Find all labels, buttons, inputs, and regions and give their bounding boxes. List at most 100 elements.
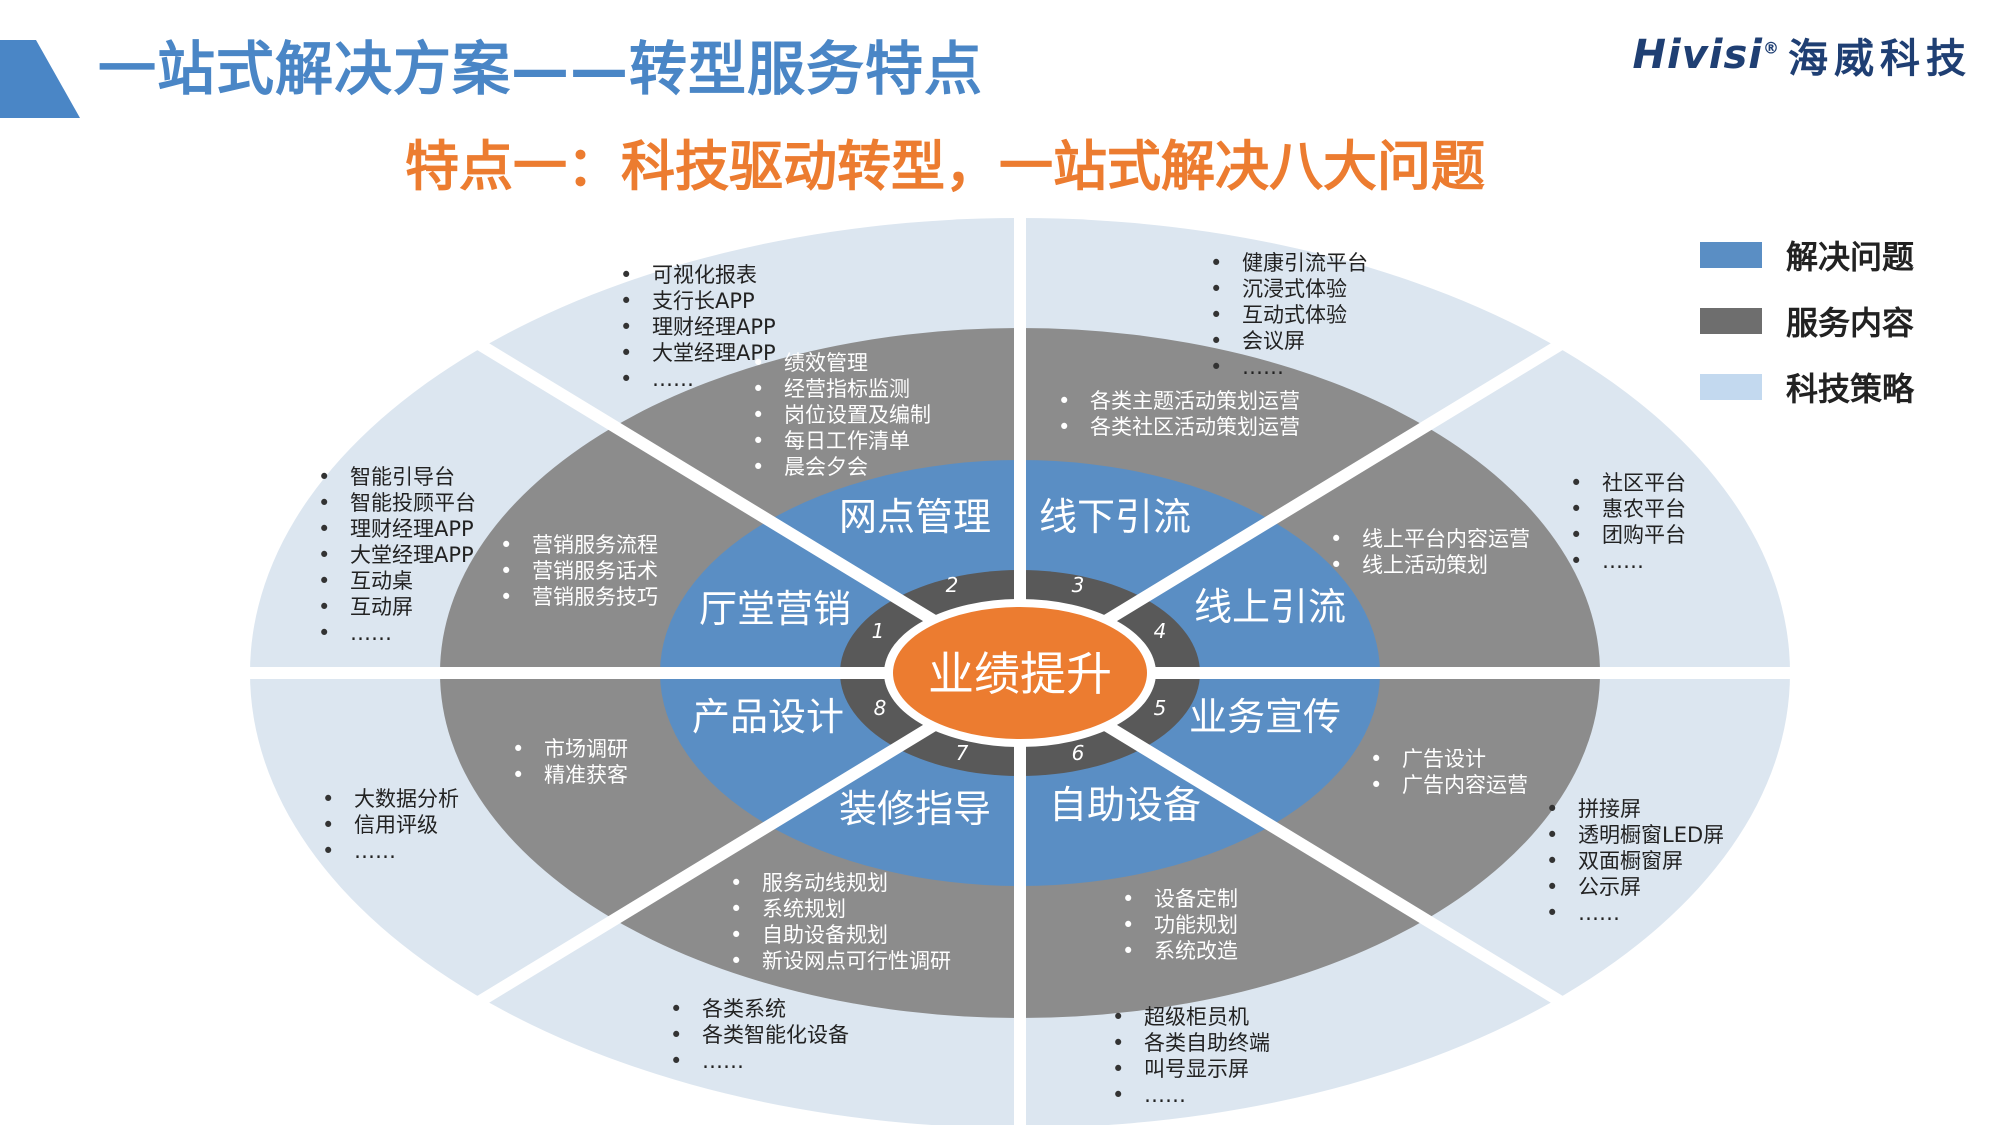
tech-list-online-traffic: 社区平台 惠农平台 团购平台 …… (1570, 470, 1686, 574)
service-list-branch-management: 绩效管理 经营指标监测 岗位设置及编制 每日工作清单 晨会夕会 (752, 350, 931, 480)
list-item: 经营指标监测 (752, 376, 931, 402)
list-item: …… (1570, 548, 1686, 574)
legend-item-problem: 解决问题 (1700, 222, 1914, 288)
list-item: 互动式体验 (1210, 302, 1368, 328)
ring-number-3: 3 (1072, 573, 1085, 597)
list-item: 功能规划 (1122, 912, 1238, 938)
list-item: 团购平台 (1570, 522, 1686, 548)
problem-online-traffic: 线上引流 (1194, 585, 1346, 629)
list-item: 营销服务话术 (500, 558, 658, 584)
list-item: 绩效管理 (752, 350, 931, 376)
list-item: 营销服务技巧 (500, 584, 658, 610)
ring-number-1: 1 (872, 619, 885, 643)
logo-chinese: 海威科技 (1788, 35, 1972, 82)
list-item: 晨会夕会 (752, 454, 931, 480)
legend-swatch-service (1700, 308, 1762, 334)
list-item: 设备定制 (1122, 886, 1238, 912)
company-logo: Hivisi® 海威科技 (1632, 30, 1973, 82)
tech-list-product-design: 大数据分析 信用评级 …… (322, 786, 459, 864)
list-item: 可视化报表 (620, 262, 776, 288)
list-item: 智能引导台 (318, 464, 476, 490)
list-item: 各类社区活动策划运营 (1058, 414, 1300, 440)
problem-self-service: 自助设备 (1049, 783, 1201, 827)
list-item: …… (620, 366, 776, 392)
list-item: …… (670, 1048, 849, 1074)
list-item: 信用评级 (322, 812, 459, 838)
ring-number-7: 7 (956, 741, 969, 765)
list-item: 理财经理APP (318, 516, 476, 542)
list-item: 每日工作清单 (752, 428, 931, 454)
list-item: 透明橱窗LED屏 (1546, 822, 1724, 848)
list-item: 线上平台内容运营 (1330, 526, 1530, 552)
legend-label-problem: 解决问题 (1786, 238, 1915, 276)
list-item: 双面橱窗屏 (1546, 848, 1724, 874)
tech-list-offline-traffic: 健康引流平台 沉浸式体验 互动式体验 会议屏 …… (1210, 250, 1368, 380)
list-item: 系统规划 (730, 896, 951, 922)
center-label: 业绩提升 (928, 647, 1112, 701)
list-item: 大数据分析 (322, 786, 459, 812)
legend-label-tech: 科技策略 (1786, 370, 1915, 408)
list-item: 大堂经理APP (620, 340, 776, 366)
service-list-product-design: 市场调研 精准获客 (512, 736, 628, 788)
list-item: …… (1210, 354, 1368, 380)
problem-hall-marketing: 厅堂营销 (699, 587, 851, 631)
page-title: 一站式解决方案——转型服务特点 (98, 35, 984, 103)
legend-item-tech: 科技策略 (1700, 354, 1914, 420)
list-item: 会议屏 (1210, 328, 1368, 354)
legend-label-service: 服务内容 (1786, 304, 1915, 342)
page-subtitle: 特点一：科技驱动转型，一站式解决八大问题 (405, 135, 1485, 198)
list-item: 拼接屏 (1546, 796, 1724, 822)
list-item: …… (322, 838, 459, 864)
list-item: 互动屏 (318, 594, 476, 620)
list-item: 各类智能化设备 (670, 1022, 849, 1048)
list-item: 互动桌 (318, 568, 476, 594)
problem-decoration: 装修指导 (839, 787, 991, 831)
problem-product-design: 产品设计 (692, 695, 844, 739)
service-list-online-traffic: 线上平台内容运营 线上活动策划 (1330, 526, 1530, 578)
list-item: 健康引流平台 (1210, 250, 1368, 276)
list-item: 支行长APP (620, 288, 776, 314)
list-item: 广告设计 (1370, 746, 1528, 772)
list-item: 市场调研 (512, 736, 628, 762)
service-list-decoration: 服务动线规划 系统规划 自助设备规划 新设网点可行性调研 (730, 870, 951, 974)
list-item: 社区平台 (1570, 470, 1686, 496)
list-item: 超级柜员机 (1112, 1004, 1270, 1030)
legend: 解决问题 服务内容 科技策略 (1700, 222, 1914, 420)
list-item: …… (318, 620, 476, 646)
legend-item-service: 服务内容 (1700, 288, 1914, 354)
list-item: 各类主题活动策划运营 (1058, 388, 1300, 414)
legend-swatch-tech (1700, 374, 1762, 400)
tech-list-branch-management: 可视化报表 支行长APP 理财经理APP 大堂经理APP …… (620, 262, 776, 392)
service-list-business-promotion: 广告设计 广告内容运营 (1370, 746, 1528, 798)
list-item: 岗位设置及编制 (752, 402, 931, 428)
tech-list-decoration: 各类系统 各类智能化设备 …… (670, 996, 849, 1074)
list-item: 系统改造 (1122, 938, 1238, 964)
problem-offline-traffic: 线下引流 (1039, 495, 1191, 539)
list-item: 智能投顾平台 (318, 490, 476, 516)
list-item: 叫号显示屏 (1112, 1056, 1270, 1082)
list-item: 营销服务流程 (500, 532, 658, 558)
list-item: 新设网点可行性调研 (730, 948, 951, 974)
legend-swatch-problem (1700, 242, 1762, 268)
list-item: 公示屏 (1546, 874, 1724, 900)
list-item: 线上活动策划 (1330, 552, 1530, 578)
service-list-hall-marketing: 营销服务流程 营销服务话术 营销服务技巧 (500, 532, 658, 610)
ring-number-8: 8 (874, 696, 887, 720)
list-item: 精准获客 (512, 762, 628, 788)
ring-number-6: 6 (1072, 741, 1085, 765)
logo-english: Hivisi® (1632, 32, 1780, 78)
ring-number-2: 2 (946, 573, 959, 597)
list-item: 沉浸式体验 (1210, 276, 1368, 302)
list-item: 自助设备规划 (730, 922, 951, 948)
list-item: …… (1112, 1082, 1270, 1108)
tech-list-business-promotion: 拼接屏 透明橱窗LED屏 双面橱窗屏 公示屏 …… (1546, 796, 1724, 926)
list-item: 大堂经理APP (318, 542, 476, 568)
tech-list-self-service: 超级柜员机 各类自助终端 叫号显示屏 …… (1112, 1004, 1270, 1108)
list-item: 服务动线规划 (730, 870, 951, 896)
problem-business-promotion: 业务宣传 (1189, 695, 1341, 739)
service-list-offline-traffic: 各类主题活动策划运营 各类社区活动策划运营 (1058, 388, 1300, 440)
tech-list-hall-marketing: 智能引导台 智能投顾平台 理财经理APP 大堂经理APP 互动桌 互动屏 …… (318, 464, 476, 646)
list-item: 各类系统 (670, 996, 849, 1022)
ring-number-5: 5 (1154, 696, 1167, 720)
